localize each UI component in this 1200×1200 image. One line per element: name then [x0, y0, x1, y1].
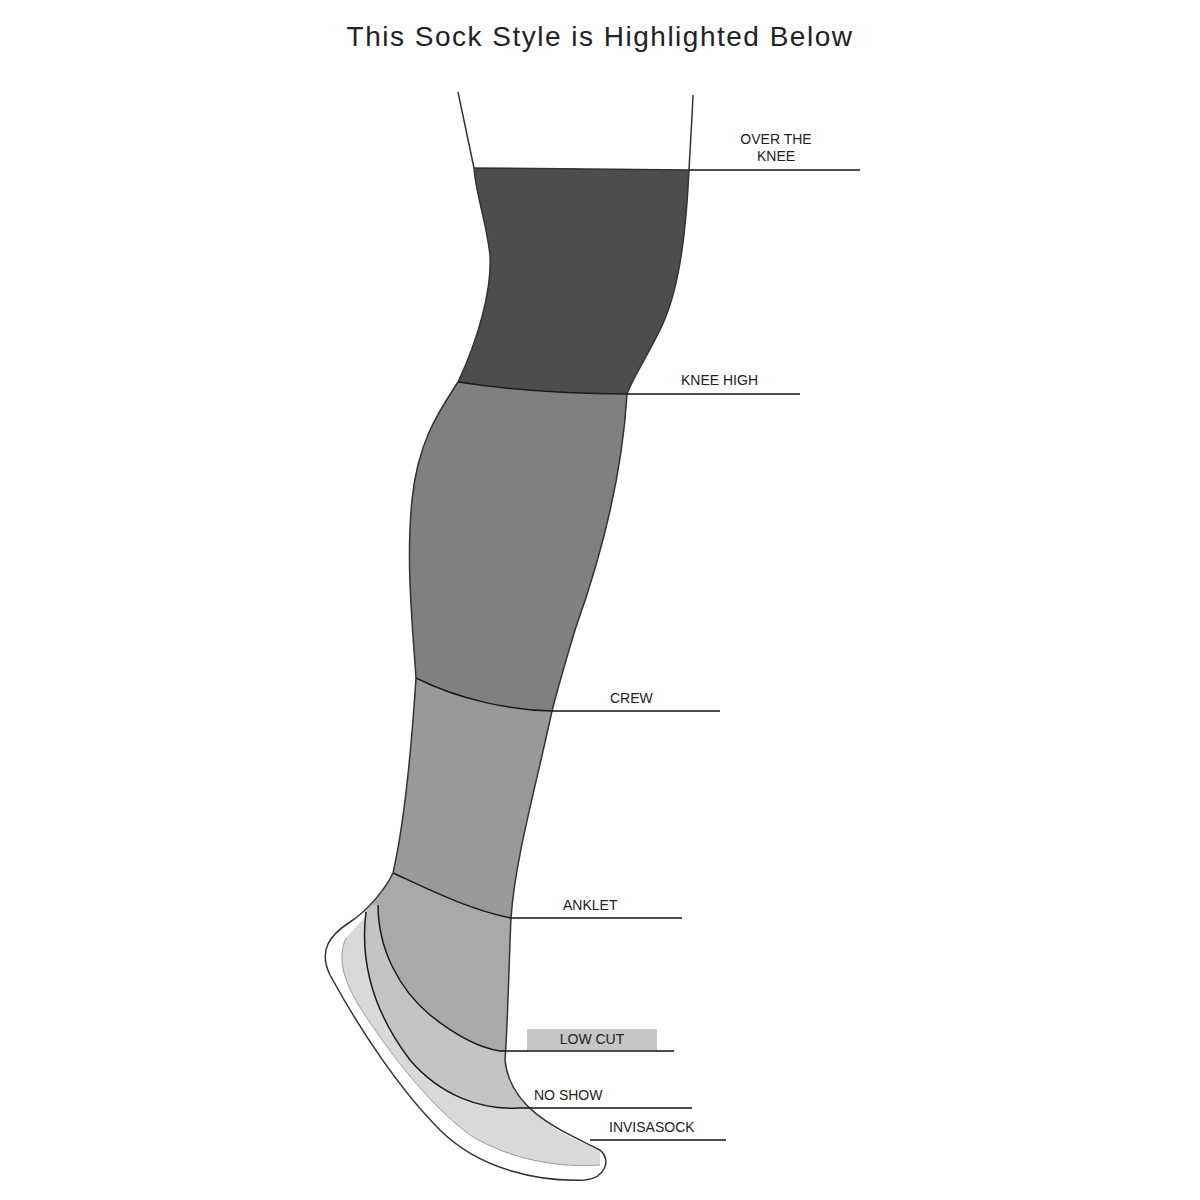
- no-show-band: [300, 0, 700, 1108]
- low-cut-band: [300, 0, 700, 1051]
- style-label: OVER THE KNEE: [735, 131, 817, 165]
- leader-lines: [500, 170, 860, 1140]
- thigh-outline: [458, 92, 693, 170]
- style-label: CREW: [610, 690, 653, 707]
- leg-outline: [325, 168, 689, 1180]
- highlighted-style-label: LOW CUT: [527, 1031, 657, 1048]
- page-title: This Sock Style is Highlighted Below: [0, 20, 1200, 54]
- style-label: KNEE HIGH: [681, 372, 758, 389]
- style-label: ANKLET: [563, 897, 617, 914]
- style-label: NO SHOW: [534, 1087, 602, 1104]
- knee-high-band: [300, 0, 700, 394]
- anklet-band: [300, 0, 700, 918]
- style-label: INVISASOCK: [609, 1119, 695, 1136]
- over-the-knee-band: [300, 168, 700, 394]
- crew-band: [300, 0, 700, 711]
- highlight-box: LOW CUT: [527, 1029, 657, 1050]
